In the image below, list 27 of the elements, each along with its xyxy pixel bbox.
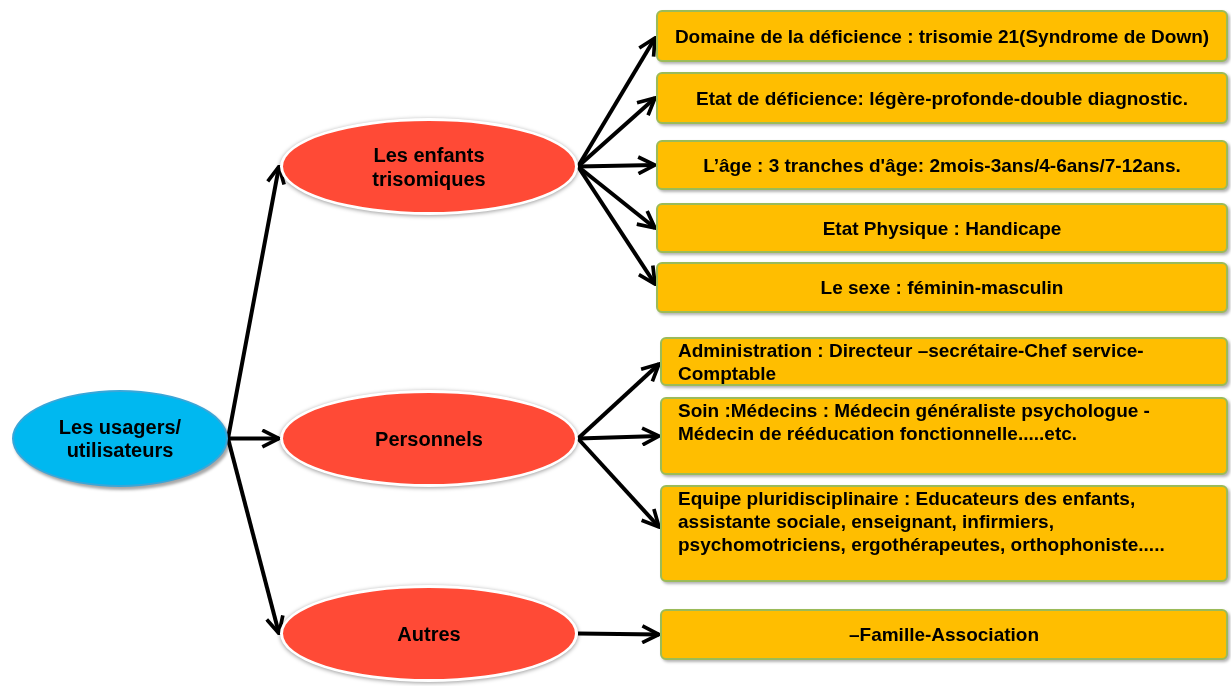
node-label: Domaine de la déficience : trisomie 21(Syndrome de Down) <box>674 24 1210 48</box>
node-label: –Famille-Association <box>847 623 1041 646</box>
detail-box <box>656 140 1228 190</box>
node-label: Les usagers/ utilisateurs <box>57 415 183 462</box>
node-label: Administration : Directeur –secrétaire-Chef service-Comptable <box>678 339 1145 385</box>
detail-box <box>660 337 1228 386</box>
detail-box <box>656 203 1228 253</box>
node-label: Equipe pluridisciplinaire : Educateurs des enfants, assistante sociale, enseignant, infirmiers, psychomotriciens, ergothérapeutes, orthophoniste..... <box>678 487 1166 556</box>
arrow <box>228 428 281 449</box>
detail-box <box>660 397 1228 475</box>
node-label: Soin :Médecins : Médecin généraliste psychologue -Médecin de rééducation fonctionnelle.....etc. <box>678 399 1151 445</box>
detail-box <box>660 609 1228 660</box>
node-label: Personnels <box>374 426 484 451</box>
detail-box <box>656 72 1228 124</box>
arrow <box>226 438 285 636</box>
node-label: Autres <box>396 621 462 646</box>
node-label: Les enfants trisomiques <box>371 142 487 191</box>
detail-box <box>660 485 1228 582</box>
node-label: Etat de déficience: légère-profonde-double diagnostic. <box>695 86 1189 110</box>
detail-box <box>656 10 1228 62</box>
arrow <box>577 426 661 447</box>
arrow <box>577 624 661 645</box>
node-label: Etat Physique : Handicape <box>821 216 1063 240</box>
node-label: Le sexe : féminin-masculin <box>819 276 1065 299</box>
arrow <box>576 437 661 529</box>
node-label: L’âge : 3 tranches d'âge: 2mois-3ans/4-6ans/7-12ans. <box>702 153 1182 177</box>
detail-box <box>656 262 1228 313</box>
